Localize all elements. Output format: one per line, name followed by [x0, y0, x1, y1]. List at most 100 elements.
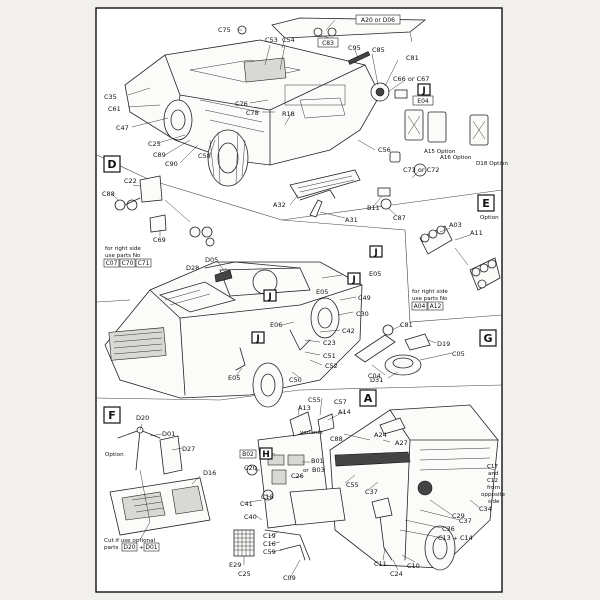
section-f-marker: F	[103, 406, 121, 424]
tag-j-top: J	[417, 83, 431, 96]
label-c59: C59	[263, 548, 276, 556]
svg-text:J: J	[351, 275, 355, 285]
label-c30: C30	[356, 310, 369, 318]
label-d31: D31	[370, 376, 383, 384]
label-c24: C24	[390, 570, 403, 578]
label-c20: C20	[244, 464, 257, 472]
label-a13: A13	[298, 404, 311, 412]
label-f-d27: D27	[182, 445, 195, 453]
label-c34: C34	[479, 505, 492, 513]
label-f-d20: D20	[136, 414, 149, 422]
svg-text:G: G	[483, 332, 492, 345]
label-c36: C36	[442, 525, 455, 533]
label-e06: E06	[270, 321, 282, 329]
label-c22: C22	[124, 177, 137, 185]
label-c61: C61	[108, 105, 121, 113]
label-c53: C53	[265, 36, 278, 44]
label-c66-or-c67: C66 or C67	[393, 75, 429, 83]
label-c17-2: and	[488, 471, 499, 477]
smoke-launcher-drawing	[419, 225, 501, 291]
label-c19: C19	[263, 532, 276, 540]
label-a14: A14	[338, 408, 351, 416]
section-e-note-2: use parts No	[412, 296, 448, 302]
label-c42: C42	[342, 327, 355, 335]
label-f-d01: D01	[162, 430, 175, 438]
label-c56: C56	[378, 146, 391, 154]
label-r18: R18	[282, 110, 295, 118]
label-a11: A11	[470, 229, 483, 237]
label-c95: C95	[348, 44, 361, 52]
section-e-option: Option	[480, 215, 499, 221]
label-c05: C05	[452, 350, 465, 358]
label-c78: C78	[246, 109, 259, 117]
label-a-c55b: C55	[346, 481, 359, 489]
label-c17-1: C17	[487, 464, 498, 470]
label-c26: C26	[291, 472, 304, 480]
label-c14: C14	[460, 534, 473, 542]
label-a-c55: C55	[308, 396, 321, 404]
svg-text:D: D	[107, 158, 116, 171]
section-f-cut-note-1: Cut if use optional	[104, 538, 156, 544]
label-c50: C50	[289, 376, 302, 384]
label-c40: C40	[244, 513, 257, 521]
section-d-part-c07: C07	[103, 258, 120, 268]
label-c04: C04	[368, 372, 381, 380]
tyre-icon	[207, 129, 249, 187]
section-e-part-a12: A12	[427, 301, 444, 311]
label-c51: C51	[323, 352, 336, 360]
label-c29: C29	[452, 512, 465, 520]
section-d-note-2: use parts No	[105, 253, 141, 259]
section-g: G C81 D19 C05 C04 D31	[354, 321, 497, 384]
middle-vehicle-drawing	[104, 261, 363, 408]
label-c47: C47	[116, 124, 129, 132]
svg-text:J: J	[255, 334, 259, 344]
svg-text:C71: C71	[138, 260, 150, 267]
label-c35: C35	[104, 93, 117, 101]
svg-text:B02: B02	[242, 451, 254, 458]
section-f: F D20 D01 D27 D16 Option Cut if use opti…	[103, 406, 216, 552]
section-e-note-1: for right side	[412, 289, 448, 295]
label-c69: C69	[153, 236, 166, 244]
tag-j-mid-1: J	[369, 245, 383, 258]
label-c16: C16	[263, 540, 276, 548]
label-a24: A24	[374, 431, 387, 439]
label-a31: A31	[345, 216, 358, 224]
section-d-marker: D	[103, 155, 121, 173]
label-e04: E04	[412, 95, 434, 106]
label-c52: C52	[325, 362, 338, 370]
label-d19: D19	[437, 340, 450, 348]
label-c75: C75	[218, 26, 231, 34]
label-c13: C13	[438, 534, 451, 542]
label-c54: C54	[282, 36, 295, 44]
label-c41: C41	[240, 500, 253, 508]
label-g-c81: C81	[400, 321, 413, 329]
svg-text:J: J	[421, 86, 425, 96]
section-d-part-c70: C70	[119, 258, 136, 268]
label-e05-b: E05	[316, 288, 328, 296]
label-b01: B01	[311, 457, 324, 465]
svg-text:H: H	[262, 450, 270, 460]
label-a-c37: C37	[365, 488, 378, 496]
label-a15-option: A15 Option	[424, 149, 456, 155]
tyre-icon	[424, 525, 456, 571]
label-e29: E29	[229, 561, 241, 569]
label-a16-option: A16 Option	[440, 155, 472, 161]
label-c49: C49	[358, 294, 371, 302]
label-c58: C58	[198, 152, 211, 160]
searchlight-icon	[370, 82, 390, 102]
label-c85: C85	[372, 46, 385, 54]
section-a: A	[233, 389, 499, 579]
label-c18: C18	[261, 493, 274, 501]
label-c87: C87	[393, 214, 406, 222]
section-f-part-d20: D20	[121, 542, 138, 552]
label-a32: A32	[273, 201, 286, 209]
svg-text:A20 or D06: A20 or D06	[361, 17, 395, 24]
label-c90: C90	[165, 160, 178, 168]
label-c17-5: opposite	[481, 492, 506, 498]
tyre-icon	[252, 362, 284, 408]
label-c17-3: C12	[487, 478, 498, 484]
jerrycan-icon	[404, 109, 489, 146]
svg-text:E04: E04	[417, 98, 429, 105]
label-c17-4: from	[487, 485, 500, 491]
svg-text:C07: C07	[106, 260, 118, 267]
